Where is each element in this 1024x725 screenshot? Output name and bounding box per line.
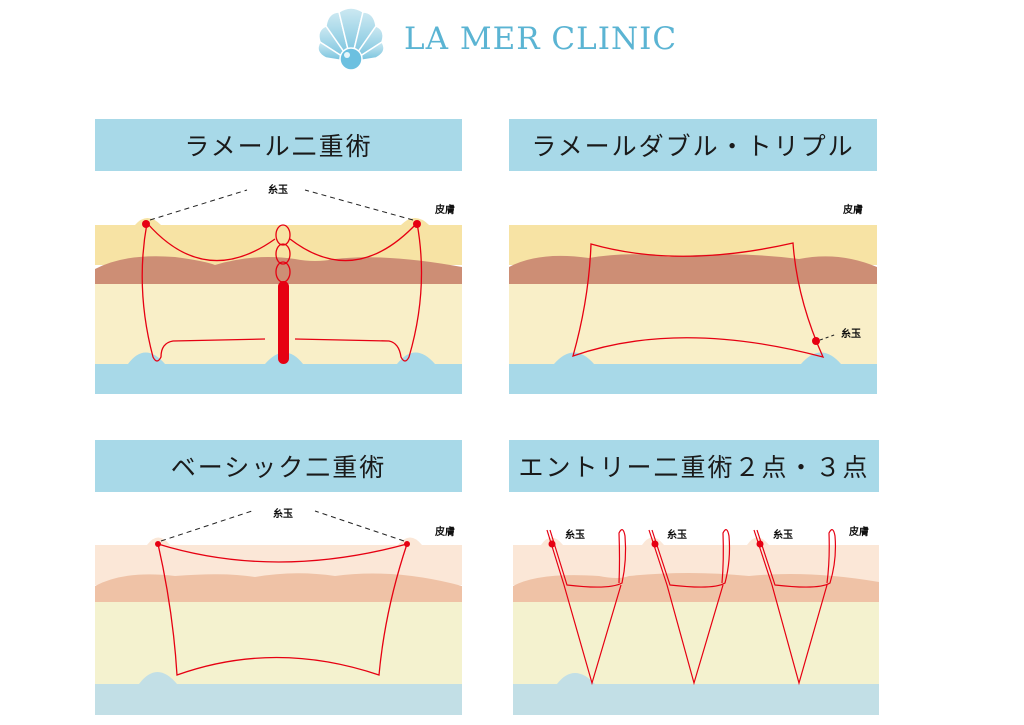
panel-lamer-double-triple: ラメールダブル・トリプル 糸玉 皮膚 bbox=[509, 119, 877, 394]
knot bbox=[651, 540, 659, 548]
knot-label: 糸玉 bbox=[565, 530, 585, 541]
knot-label: 糸玉 bbox=[268, 185, 288, 196]
knot bbox=[756, 540, 764, 548]
thread-loop bbox=[275, 224, 291, 246]
muscle-layer bbox=[509, 254, 877, 284]
muscle-layer bbox=[95, 256, 462, 284]
panel-title: ベーシック二重術 bbox=[95, 440, 462, 492]
thread-loop bbox=[275, 243, 291, 265]
muscle-layer bbox=[95, 573, 462, 602]
brand-name: LA MER CLINIC bbox=[404, 21, 678, 57]
tarsus-bump bbox=[801, 352, 841, 364]
knot-leader bbox=[149, 189, 248, 221]
knot-leader bbox=[160, 510, 253, 542]
panel-basic: ベーシック二重術 糸玉 皮膚 bbox=[95, 440, 462, 715]
thread-stitch bbox=[753, 529, 837, 686]
fat-layer bbox=[95, 602, 462, 684]
panel-entry: エントリー二重術２点・３点 糸玉 糸玉 糸玉 皮膚 bbox=[509, 440, 879, 715]
tarsus-bump bbox=[557, 673, 595, 684]
basic-diagram bbox=[95, 510, 462, 715]
skin-label: 皮膚 bbox=[435, 205, 455, 216]
tarsus-layer bbox=[95, 684, 462, 715]
knot-label: 糸玉 bbox=[273, 509, 293, 520]
knot-left bbox=[155, 541, 161, 547]
entry-diagram bbox=[513, 529, 879, 715]
thread-left-arc bbox=[146, 222, 276, 262]
tarsus-layer bbox=[95, 364, 462, 394]
panel-title: エントリー二重術２点・３点 bbox=[509, 440, 879, 492]
shell-pearl-icon bbox=[317, 7, 385, 71]
knot-label: 糸玉 bbox=[667, 530, 687, 541]
skin-label: 皮膚 bbox=[849, 527, 869, 538]
thread-loop bbox=[572, 242, 825, 358]
knot-right bbox=[404, 541, 410, 547]
knot-label: 糸玉 bbox=[773, 530, 793, 541]
lamer-diagram bbox=[95, 189, 462, 394]
skin-label: 皮膚 bbox=[435, 527, 455, 538]
knot-leader bbox=[314, 510, 405, 542]
thread-bundle bbox=[278, 281, 289, 364]
knot-left bbox=[142, 220, 150, 228]
brand-logo: LA MER CLINIC bbox=[312, 4, 677, 74]
tarsus-bump bbox=[554, 352, 594, 364]
fat-layer bbox=[513, 602, 879, 684]
knot-right bbox=[413, 220, 421, 228]
skin-label: 皮膚 bbox=[843, 205, 863, 216]
thread-loop bbox=[157, 543, 409, 676]
double-triple-diagram bbox=[509, 225, 877, 394]
thread-stitch bbox=[546, 529, 627, 686]
thread-left-side bbox=[141, 222, 266, 362]
panel-title: ラメールダブル・トリプル bbox=[509, 119, 877, 171]
tarsus-bump bbox=[139, 672, 177, 684]
panel-lamer: ラメール二重術 糸玉 皮膚 bbox=[95, 119, 462, 394]
knot-label: 糸玉 bbox=[841, 329, 861, 340]
tarsus-layer bbox=[513, 684, 879, 715]
thread-right-side bbox=[294, 222, 423, 362]
fat-layer bbox=[509, 284, 877, 364]
knot bbox=[548, 540, 556, 548]
thread-stitch bbox=[648, 529, 731, 686]
panel-title: ラメール二重術 bbox=[95, 119, 462, 171]
tarsus-layer bbox=[509, 364, 877, 394]
knot-leader bbox=[304, 189, 414, 221]
skin-bump bbox=[398, 537, 422, 545]
knot bbox=[812, 337, 820, 345]
thread-right-arc bbox=[289, 222, 418, 262]
